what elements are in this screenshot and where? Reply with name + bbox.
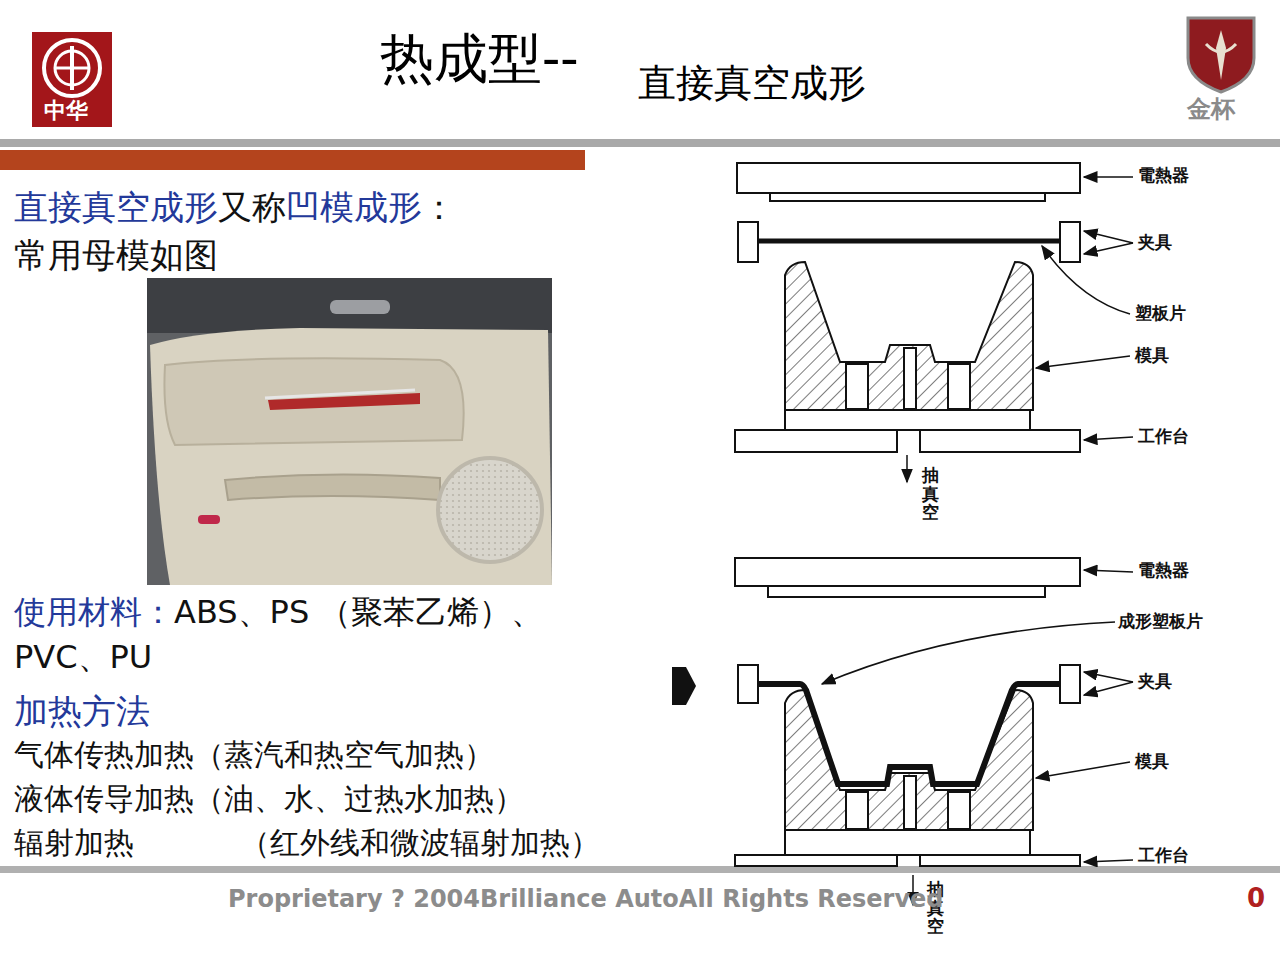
header-rule <box>0 139 1280 147</box>
part-label: 抽真空 <box>922 466 939 522</box>
body-text: 辐射加热 <box>14 826 134 861</box>
footer-rule <box>0 866 1280 873</box>
body-text: 凹模成形 <box>286 187 422 227</box>
jinbei-logo <box>1188 18 1254 92</box>
part-label: 工作台 <box>1138 846 1189 866</box>
body-text: 气体传热加热（蒸汽和热空气加热） <box>14 738 494 773</box>
part-label: 夹具 <box>1138 233 1172 253</box>
vacuum-forming-before <box>735 163 1080 482</box>
logo-text: 中华 <box>44 98 88 123</box>
body-text: 液体传导加热（油、水、过热水加热） <box>14 782 524 817</box>
part-label: 模具 <box>1135 346 1169 366</box>
section-heading: 加热方法 <box>14 692 150 731</box>
zhonghua-logo <box>32 32 112 127</box>
body-text: （红外线和微波辐射加热） <box>240 826 600 861</box>
part-label: 電熱器 <box>1138 166 1189 186</box>
part-label: 模具 <box>1135 752 1169 772</box>
part-label: 電熱器 <box>1138 561 1189 581</box>
leader-lines <box>822 177 1133 862</box>
body-text: 又称 <box>218 187 286 227</box>
part-label: 塑板片 <box>1135 304 1186 324</box>
step-arrow <box>672 667 696 705</box>
part-label: 工作台 <box>1138 427 1189 447</box>
part-label: 夹具 <box>1138 672 1172 692</box>
logo-text: 金杯 <box>1187 96 1235 124</box>
text-paragraph: 直接真空成形又称凹模成形：常用母模如图 <box>14 184 464 279</box>
body-text: 使用材料： <box>14 593 174 631</box>
part-label: 成形塑板片 <box>1118 612 1203 632</box>
page-number: 0 <box>1247 884 1265 914</box>
footer-text: Proprietary ? 2004Brilliance AutoAll Rig… <box>228 886 944 914</box>
vacuum-forming-after <box>735 558 1080 905</box>
slide-subtitle: 直接真空成形 <box>638 62 866 106</box>
text-paragraph: 使用材料：ABS、PS （聚苯乙烯）、PVC、PU <box>14 590 634 680</box>
door-panel-photo <box>147 278 552 585</box>
body-text: 直接真空成形 <box>14 187 218 227</box>
accent-bar <box>0 150 585 170</box>
slide-title: 热成型-- <box>380 28 579 90</box>
